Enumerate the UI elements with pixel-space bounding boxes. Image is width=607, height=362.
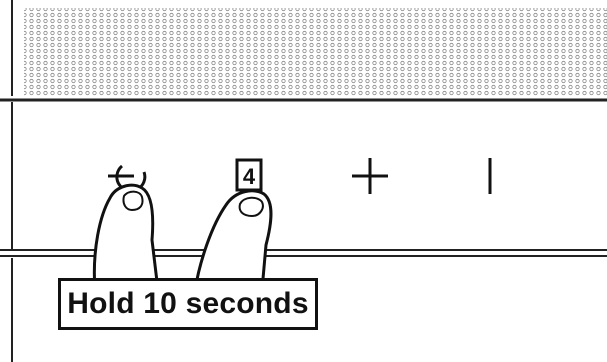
instruction-label: Hold 10 seconds (58, 278, 318, 330)
right-finger (195, 191, 271, 290)
left-finger (94, 185, 158, 290)
numbered-button-icon[interactable]: 4 (237, 160, 261, 190)
speaker-grille (12, 0, 607, 96)
button-number-label: 4 (243, 164, 256, 189)
instruction-text: Hold 10 seconds (67, 287, 308, 321)
plus-icon[interactable] (352, 158, 388, 194)
